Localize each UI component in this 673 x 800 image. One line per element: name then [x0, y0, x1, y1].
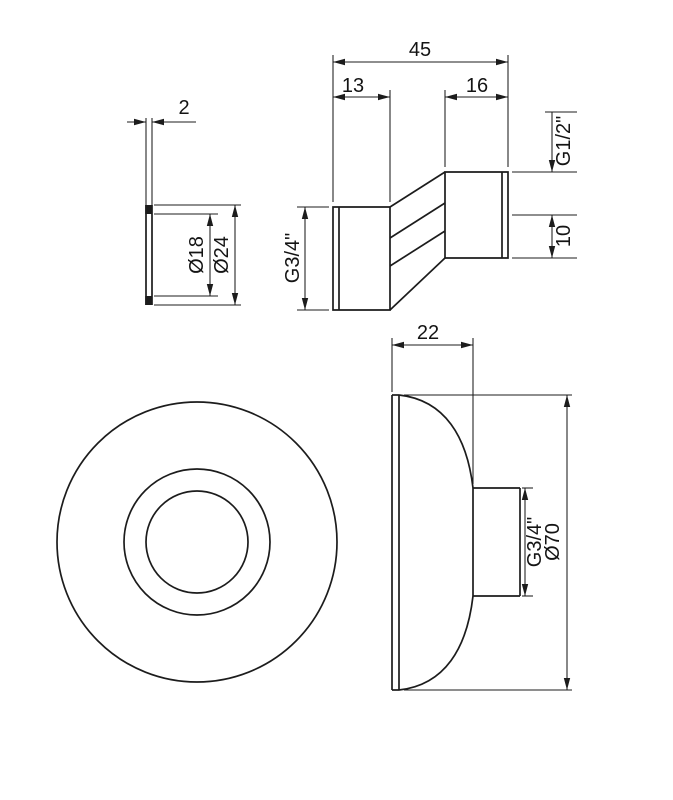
escutcheon-front-view: [56, 401, 338, 683]
escutcheon-outer-circle: [56, 401, 338, 683]
arrowhead-icon: [301, 207, 309, 219]
dim-outlet-length: 16: [444, 75, 508, 167]
dim-outer-diameter-label: Ø24: [211, 236, 233, 274]
dim-outlet-length-label: 16: [466, 75, 488, 97]
arrowhead-icon: [152, 118, 164, 126]
dim-overall-length: 45: [332, 39, 509, 202]
dim-outlet-thread: G1/2": [512, 111, 577, 173]
arrowhead-icon: [563, 678, 571, 690]
dim-inlet-thread-label: G3/4": [282, 233, 304, 283]
offset-union-side-view: 45 13 16 G1/2": [282, 39, 577, 311]
dim-hub-thread: G3/4": [521, 487, 546, 597]
dim-escutcheon-diameter: Ø70: [404, 394, 572, 691]
arrowhead-icon: [496, 93, 508, 101]
escutcheon-side-view: 22 G3/4" Ø70: [391, 322, 572, 691]
dim-overall-length-label: 45: [409, 39, 431, 61]
arrowhead-icon: [378, 93, 390, 101]
dim-axis-offset: 10: [512, 214, 577, 259]
arrowhead-icon: [461, 341, 473, 349]
arrowhead-icon: [333, 58, 345, 66]
arrowhead-icon: [333, 93, 345, 101]
arrowhead-icon: [445, 93, 457, 101]
washer-section-fill-bottom: [145, 296, 152, 305]
arrowhead-icon: [521, 584, 529, 596]
union-offset-edge: [389, 230, 446, 267]
arrowhead-icon: [521, 488, 529, 500]
union-offset-edge: [389, 202, 446, 239]
escutcheon-middle-circle: [123, 468, 271, 616]
arrowhead-icon: [301, 298, 309, 310]
union-inlet-body: [332, 206, 391, 311]
dim-thickness-label: 2: [178, 97, 189, 119]
arrowhead-icon: [134, 118, 146, 126]
dim-depth-label: 22: [417, 322, 439, 344]
arrowhead-icon: [563, 395, 571, 407]
dim-thickness: 2: [127, 97, 196, 126]
dim-outlet-thread-label: G1/2": [553, 116, 575, 166]
arrowhead-icon: [548, 160, 556, 172]
escutcheon-dome-top: [398, 394, 474, 489]
arrowhead-icon: [206, 214, 214, 226]
dim-axis-offset-label: 10: [553, 225, 575, 247]
dim-inner-diameter: Ø18: [186, 214, 214, 296]
union-offset-edge: [389, 257, 446, 311]
dim-hub-thread-label: G3/4": [524, 517, 546, 567]
arrowhead-icon: [231, 205, 239, 217]
arrowhead-icon: [496, 58, 508, 66]
arrowhead-icon: [548, 215, 556, 227]
escutcheon-dome-bottom: [398, 595, 474, 691]
dim-outer-diameter: Ø24: [211, 205, 239, 305]
dim-inlet-length: 13: [333, 75, 391, 202]
washer-section-fill-top: [145, 205, 152, 214]
dim-inlet-length-label: 13: [342, 75, 364, 97]
arrowhead-icon: [231, 293, 239, 305]
dim-escutcheon-diameter-label: Ø70: [542, 523, 564, 561]
dim-inner-diameter-label: Ø18: [186, 236, 208, 274]
dim-depth: 22: [391, 322, 474, 484]
arrowhead-icon: [392, 341, 404, 349]
escutcheon-inner-circle: [145, 490, 249, 594]
arrowhead-icon: [548, 246, 556, 258]
union-outlet-body: [444, 171, 509, 259]
washer-section-view: 2 Ø18 Ø24: [127, 97, 241, 306]
arrowhead-icon: [206, 284, 214, 296]
dim-inlet-thread: G3/4": [282, 206, 329, 311]
union-offset-edge: [389, 171, 446, 208]
